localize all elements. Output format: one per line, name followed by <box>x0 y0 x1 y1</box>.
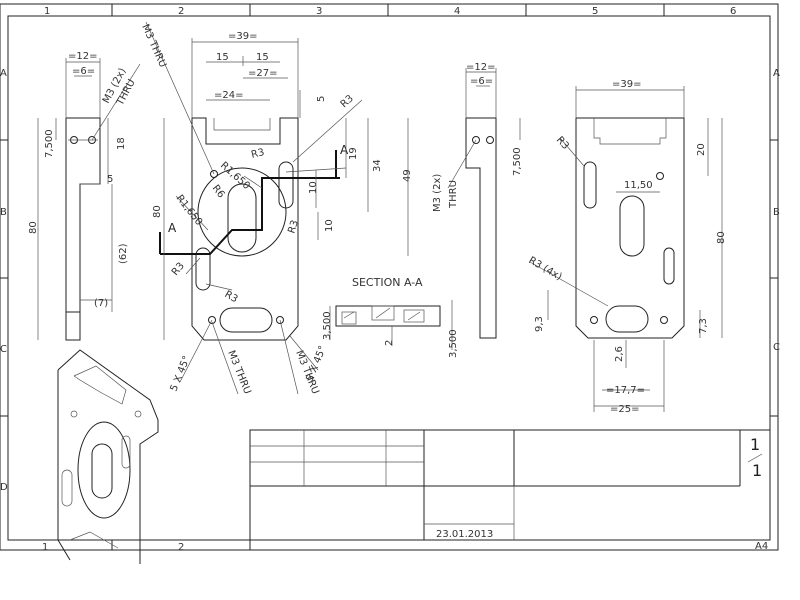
side-dim-5: 5 <box>107 174 113 185</box>
front-dim-15a: 15 <box>216 52 229 63</box>
sheet-number: 1 <box>750 435 760 454</box>
back-dim-r3: R3 <box>554 135 571 152</box>
side-dim-7: (7) <box>94 298 108 309</box>
col-label-1: 1 <box>44 6 50 17</box>
back-view: =39= R3 20 11,50 80 R3 (4x) 9,3 7,3 2,6 … <box>527 79 728 415</box>
row-label-c: C <box>0 344 7 355</box>
side-view: =12= =6= M3 (2x) THRU 7,500 18 5 80 (62)… <box>28 51 141 341</box>
front-view: A A =39= 15 15 =27= =24= 5 R3 19 34 49 8… <box>139 21 413 396</box>
front-dim-r6: R6 <box>210 183 227 200</box>
sheet-total: 1 <box>752 461 762 480</box>
back-dim-20: 20 <box>696 143 707 156</box>
rside-dim-thru: THRU <box>448 180 459 209</box>
col-label-2: 2 <box>178 6 184 17</box>
side-dim-6: =6= <box>72 66 95 77</box>
front-dim-27: =27= <box>248 68 277 79</box>
back-dim-80: 80 <box>716 231 727 244</box>
col-label-5: 5 <box>592 6 598 17</box>
section-dim-2: 2 <box>384 340 395 346</box>
back-dim-25: =25= <box>610 404 639 415</box>
front-dim-r1-upper: R1,650 <box>218 160 252 192</box>
back-dim-r3-4x: R3 (4x) <box>527 255 564 283</box>
back-dim-39: =39= <box>612 79 641 90</box>
side-dim-7500: 7,500 <box>44 129 55 158</box>
col-label-6: 6 <box>730 6 736 17</box>
section-marker-a-right: A <box>340 143 349 157</box>
rside-dim-12: =12= <box>466 62 495 73</box>
side-dim-62: (62) <box>118 243 129 264</box>
sheet-size: A4 <box>755 541 768 552</box>
front-dim-r3-left: R3 <box>170 261 187 278</box>
front-dim-24: =24= <box>214 90 243 101</box>
section-title: SECTION A-A <box>352 276 423 289</box>
front-dim-10b: 10 <box>324 219 335 232</box>
title-block: 23.01.2013 1 1 <box>249 429 771 541</box>
side-dim-80: 80 <box>28 221 39 234</box>
col-label-4: 4 <box>454 6 460 17</box>
front-dim-80: 80 <box>152 205 163 218</box>
side-dim-18: 18 <box>116 137 127 150</box>
front-note-m3-thru-top: M3 THRU <box>139 23 168 70</box>
front-dim-5: 5 <box>316 96 327 102</box>
section-dim-3500-right: 3,500 <box>448 329 459 358</box>
front-dim-r1-left: R1,650 <box>174 193 205 228</box>
back-dim-93: 9,3 <box>534 316 545 332</box>
front-dim-r3-low: R3 <box>223 289 240 305</box>
front-dim-15b: 15 <box>256 52 269 63</box>
section-view: SECTION A-A 3,500 3,500 2 <box>322 276 459 358</box>
section-marker-a-left: A <box>168 221 177 235</box>
col-label-bottom-2: 2 <box>178 542 184 553</box>
rside-dim-6: =6= <box>470 76 493 87</box>
section-dim-3500-left: 3,500 <box>322 311 333 340</box>
right-side-view: =12= =6= M3 (2x) THRU 7,500 <box>432 62 523 339</box>
col-label-3: 3 <box>316 6 322 17</box>
front-note-5x45-left: 5 X 45° <box>169 354 193 393</box>
front-note-m3-thru-left: M3 THRU <box>225 349 252 396</box>
row-label-d: D <box>0 482 8 493</box>
isometric-view <box>57 349 159 564</box>
row-label-right-b: B <box>773 207 780 218</box>
back-dim-177: =17,7= <box>606 385 645 396</box>
front-dim-34: 34 <box>372 159 383 172</box>
front-dim-r1-650: R3 <box>250 147 266 161</box>
title-date: 23.01.2013 <box>436 529 493 540</box>
row-label-b: B <box>0 207 7 218</box>
side-dim-12: =12= <box>68 51 97 62</box>
front-dim-39: =39= <box>228 31 257 42</box>
rside-dim-7500: 7,500 <box>512 147 523 176</box>
back-dim-73: 7,3 <box>698 318 709 334</box>
row-label-a: A <box>0 68 7 79</box>
front-dim-19: 19 <box>348 147 359 160</box>
col-label-bottom-1: 1 <box>42 542 48 553</box>
rside-dim-m3: M3 (2x) <box>432 174 443 212</box>
front-dim-r3-mid: R3 <box>286 219 301 235</box>
row-label-right-c: C <box>773 342 780 353</box>
front-dim-49: 49 <box>402 169 413 182</box>
front-dim-10a: 10 <box>308 181 319 194</box>
row-label-right-a: A <box>773 68 780 79</box>
back-dim-1150: 11,50 <box>624 180 653 191</box>
back-dim-26: 2,6 <box>614 346 625 362</box>
